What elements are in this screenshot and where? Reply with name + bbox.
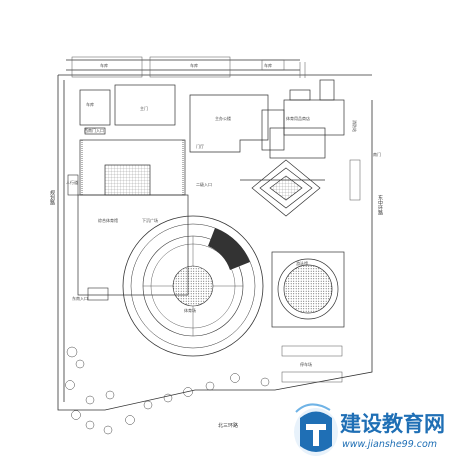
label-mid: 下沉广场: [142, 217, 158, 223]
label-west-gate: 西南门入口: [84, 127, 104, 133]
pool-building: [271, 251, 345, 328]
label-top-center: 车库: [264, 62, 272, 68]
label-right-block: 消防站: [352, 120, 358, 132]
label-station: 主门: [140, 105, 148, 111]
left-entrance: [67, 174, 109, 301]
top-parking: [71, 56, 306, 78]
label-stadium: 综合体育馆: [98, 217, 118, 223]
label-pool: 游泳馆: [296, 260, 308, 266]
site-boundary: [57, 59, 373, 411]
label-garage-small: 车库: [86, 101, 94, 107]
label-parking: 停车场: [300, 361, 312, 367]
watermark: 建设教育网 www.jianshe99.com: [294, 403, 445, 456]
label-east-entry: 南门: [373, 151, 381, 157]
main-block: [189, 79, 345, 159]
trees: [65, 346, 270, 435]
label-corridor: 门厅: [196, 143, 204, 149]
road-left: 规划路: [49, 189, 55, 206]
label-top-left-1: 车库: [100, 62, 108, 68]
upper-left-buildings: [79, 84, 176, 135]
label-ne-block: 体育用品商店: [286, 115, 310, 121]
label-top-left-2: 车库: [190, 62, 198, 68]
label-sports-hall: 体育场: [184, 307, 196, 313]
watermark-logo-icon: [294, 403, 338, 456]
label-gym-entry: 二级入口: [196, 181, 212, 187]
road-right: 东中环路: [377, 194, 383, 216]
watermark-url: www.jianshe99.com: [342, 439, 437, 450]
label-small-left: 人行道: [66, 179, 78, 185]
circular-arena: [122, 215, 264, 357]
label-bottom-left: 东南入口: [72, 295, 88, 301]
road-bottom: 北三环路: [218, 422, 238, 429]
watermark-name: 建设教育网: [340, 412, 445, 436]
diamond-pavilion: [240, 159, 325, 217]
lower-right-parking: [281, 159, 361, 383]
label-main-block: 主办公楼: [215, 115, 231, 121]
stadium-block: [77, 139, 189, 296]
